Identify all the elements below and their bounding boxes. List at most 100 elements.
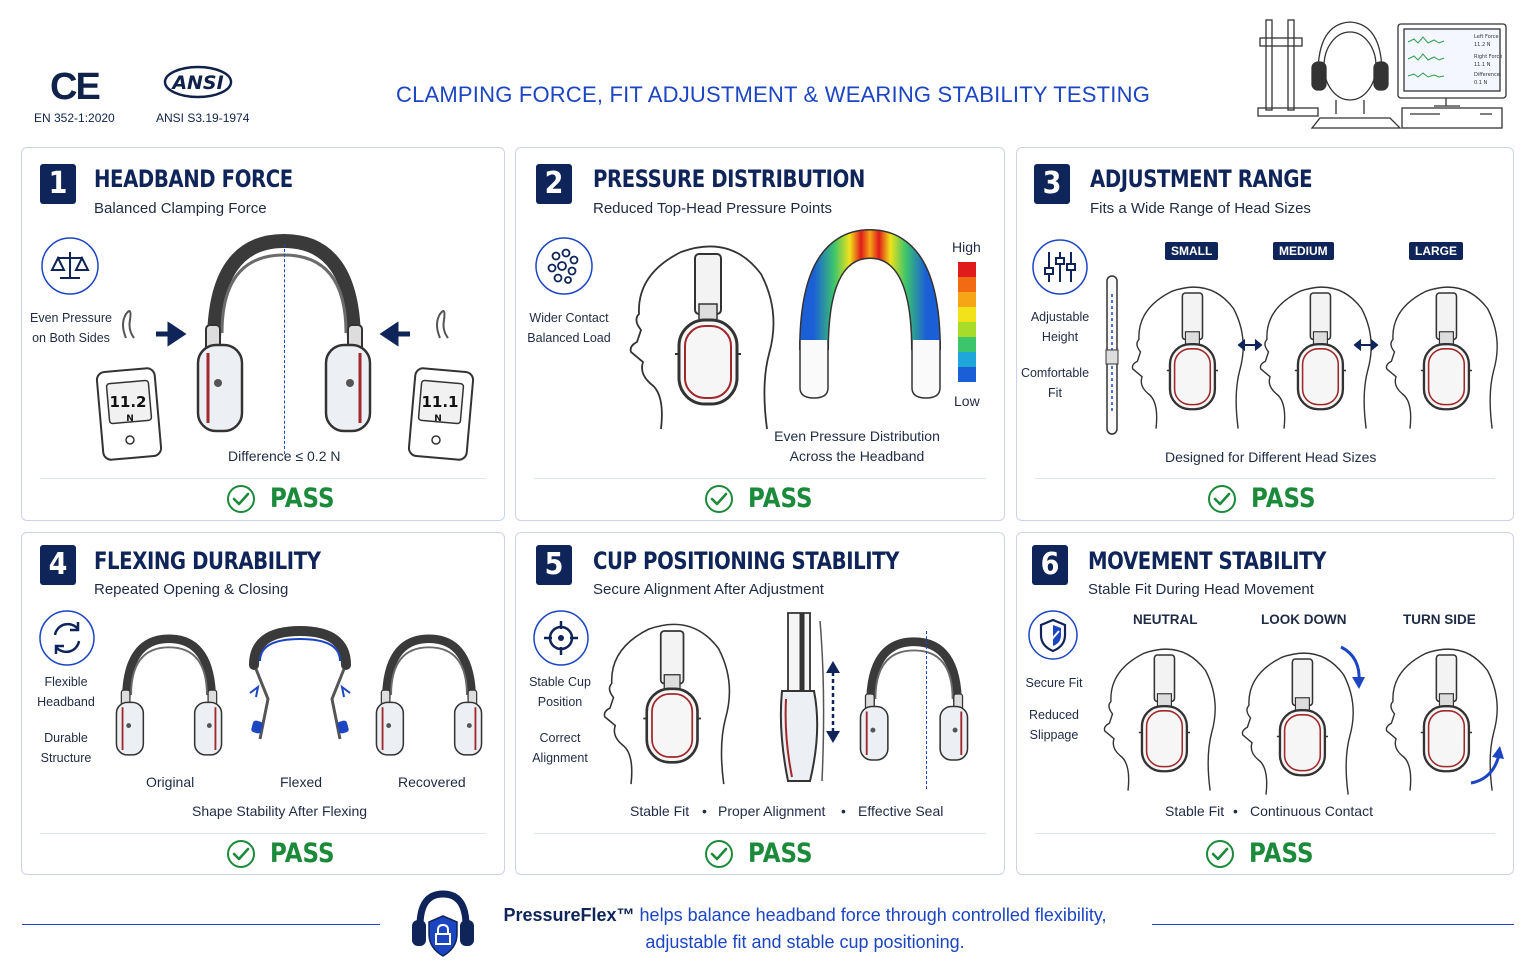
card-flexing-durability: 4 FLEXING DURABILITY Repeated Opening & … (21, 532, 505, 875)
size-tag-large: LARGE (1409, 242, 1463, 260)
brand-name: PressureFlex™ (503, 905, 635, 925)
right-gauge-unit: N (434, 414, 442, 424)
page-title: CLAMPING FORCE, FIT ADJUSTMENT & WEARING… (396, 82, 1151, 107)
footer-statement: PressureFlex™ helps balance headband for… (480, 902, 1130, 956)
feature-proper-alignment: Proper Alignment (718, 803, 826, 819)
feature-stable-fit: Stable Fit (1165, 803, 1225, 819)
pass-label: PASS (1249, 838, 1314, 869)
scale-swatch (958, 277, 976, 292)
card-number: 6 (1032, 545, 1068, 585)
state-label-flexed: Flexed (280, 774, 323, 790)
card-title: HEADBAND FORCE (94, 165, 293, 193)
card-subtitle: Stable Fit During Head Movement (1088, 581, 1314, 598)
monitor-right-label: Right Force (1474, 54, 1502, 60)
ce-mark: CE (50, 66, 101, 108)
size-tag-small: SMALL (1165, 242, 1219, 260)
feature-separator: • (841, 803, 846, 819)
curved-arrow-down-icon (1340, 645, 1365, 689)
pose-label-turn-side: TURN SIDE (1403, 612, 1476, 627)
scale-low-label: Low (954, 393, 980, 409)
ansi-standard-label: ANSI S3.19-1974 (156, 111, 250, 125)
card-number: 5 (536, 545, 572, 585)
card-headband-force: 1 HEADBAND FORCE Balanced Clamping Force… (21, 147, 505, 521)
card-number: 3 (1034, 164, 1070, 204)
pass-label: PASS (270, 483, 335, 514)
side-note-1: Adjustable Height (1030, 310, 1090, 344)
headphone-shield-logo-icon (412, 890, 474, 957)
side-note-2: Reduced Slippage (1028, 708, 1080, 742)
monitor-diff-label: Difference (1474, 72, 1500, 78)
headphone-front-illustration (858, 609, 970, 789)
side-note-2: Comfortable Fit (1020, 366, 1090, 400)
card-title: MOVEMENT STABILITY (1088, 547, 1327, 575)
card-title: CUP POSITIONING STABILITY (593, 547, 900, 575)
pass-label: PASS (270, 838, 335, 869)
balance-scale-icon (41, 237, 99, 295)
head-neutral-illustration (1097, 633, 1221, 801)
arrow-left-icon (379, 321, 410, 347)
right-force-gauge: 11.1 N (407, 310, 475, 461)
double-arrow-icon (1353, 338, 1379, 352)
side-note: Even Pressure on Both Sides (30, 311, 112, 345)
card-subtitle: Fits a Wide Range of Head Sizes (1090, 200, 1311, 217)
head-small-illustration (1125, 266, 1249, 444)
card-pressure-distribution: 2 PRESSURE DISTRIBUTION Reduced Top-Head… (515, 147, 1005, 521)
feature-effective-seal: Effective Seal (858, 803, 944, 819)
pass-result: PASS (226, 483, 346, 514)
pass-check-icon (226, 839, 256, 869)
side-note-2: Durable Structure (40, 731, 92, 765)
target-crosshair-icon (533, 610, 589, 666)
card-number: 2 (536, 164, 572, 204)
arrow-right-icon (156, 321, 187, 347)
pass-check-icon (1207, 484, 1237, 514)
pass-result: PASS (704, 838, 824, 869)
left-gauge-reading: 11.2 (109, 393, 146, 411)
ansi-logo-text: ANSI (170, 72, 223, 94)
scale-swatch (958, 292, 976, 307)
cup-side-profile-illustration (779, 612, 825, 782)
pass-result: PASS (1207, 483, 1327, 514)
feature-separator: • (702, 803, 707, 819)
card-movement-stability: 6 MOVEMENT STABILITY Stable Fit During H… (1016, 532, 1514, 875)
scale-swatch (958, 367, 976, 382)
scale-swatch (958, 337, 976, 352)
card-cup-positioning: 5 CUP POSITIONING STABILITY Secure Align… (515, 532, 1005, 875)
ansi-logo-icon: ANSI (163, 65, 233, 99)
card-caption-line2: Across the Headband (789, 448, 925, 464)
pass-check-icon (704, 839, 734, 869)
side-note-2: Correct Alignment (532, 731, 588, 765)
card-title: PRESSURE DISTRIBUTION (593, 165, 865, 193)
left-gauge-unit: N (126, 414, 134, 424)
card-subtitle: Reduced Top-Head Pressure Points (593, 200, 833, 217)
flex-cycle-icon (39, 610, 95, 666)
double-arrow-icon (1237, 338, 1263, 352)
side-note-1: Stable Cup Position (529, 675, 591, 709)
headphone-flexed-illustration (249, 625, 351, 740)
footer-rule-right (1152, 924, 1514, 925)
scale-swatch (958, 262, 976, 277)
scale-swatch (958, 322, 976, 337)
side-note-1: Secure Fit (1025, 676, 1083, 690)
head-medium-illustration (1253, 266, 1377, 444)
feature-separator: • (1233, 803, 1238, 819)
card-divider (534, 833, 986, 834)
pass-check-icon (226, 484, 256, 514)
pass-label: PASS (748, 838, 813, 869)
card-adjustment-range: 3 ADJUSTMENT RANGE Fits a Wide Range of … (1016, 147, 1514, 521)
pass-check-icon (1205, 839, 1235, 869)
card-divider (40, 478, 486, 479)
scale-high-label: High (952, 239, 981, 255)
monitor-diff-value: 0.1 N (1474, 80, 1488, 86)
test-lab-illustration: Left Force 11.2 N Right Force 11.1 N Dif… (1257, 19, 1507, 129)
right-gauge-reading: 11.1 (421, 393, 458, 411)
headphone-original-illustration (114, 625, 224, 765)
scale-swatch (958, 352, 976, 367)
center-guide-line (926, 631, 927, 789)
card-caption: Difference ≤ 0.2 N (228, 448, 341, 464)
pass-result: PASS (704, 483, 824, 514)
pose-label-look-down: LOOK DOWN (1261, 612, 1347, 627)
monitor-left-label: Left Force (1474, 34, 1499, 40)
pass-result: PASS (1205, 838, 1325, 869)
pass-check-icon (704, 484, 734, 514)
left-force-gauge: 11.2 N (95, 310, 163, 461)
